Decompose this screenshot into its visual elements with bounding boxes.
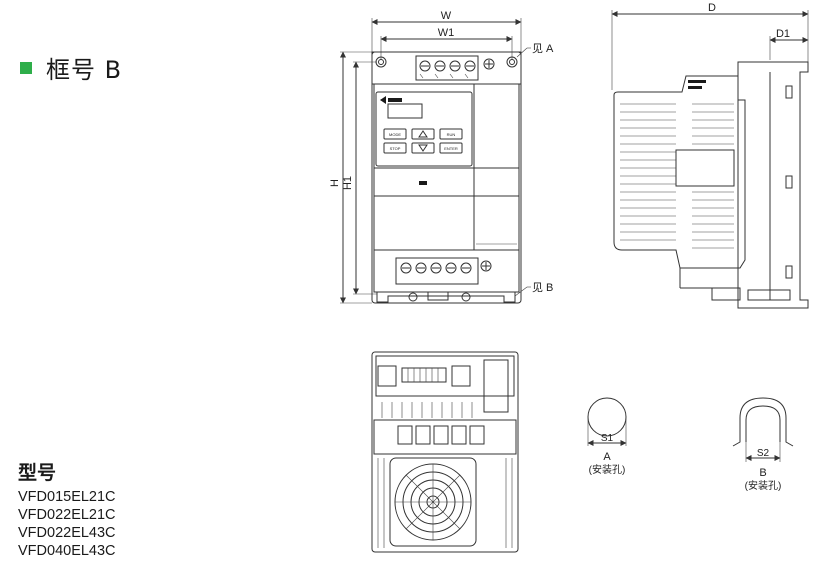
bottom-view (371, 351, 519, 553)
frame-title-text: 框号 B (46, 56, 123, 84)
dim-d1-label: D1 (776, 28, 790, 40)
bottom-view-terminals (397, 425, 485, 445)
model-list: 型号 VFD015EL21C VFD022EL21C VFD022EL43C V… (18, 458, 116, 560)
detail-a-caption: (安装孔) (589, 463, 626, 476)
model-item: VFD022EL21C (18, 507, 116, 523)
dim-s2-label: S2 (757, 448, 770, 459)
detail-a-label: A (603, 451, 611, 463)
frame-title: 框号 B (20, 50, 122, 85)
btn-mode-label: MODE (389, 132, 401, 137)
btn-stop-label: STOP (390, 146, 401, 151)
side-view: D D1 (611, 2, 809, 309)
detail-a: S1 A (安装孔) (587, 397, 627, 476)
callout-see-a: 见 A (532, 43, 554, 55)
vent-slots (620, 103, 734, 249)
dim-h-label: H (329, 179, 341, 187)
label-plate (675, 149, 735, 187)
dim-w-label: W (441, 10, 452, 22)
model-item: VFD040EL43C (18, 543, 116, 559)
dim-s1-label: S1 (601, 433, 614, 444)
model-item: VFD022EL43C (18, 525, 116, 541)
detail-b-label: B (759, 467, 766, 479)
model-heading: 型号 (18, 462, 57, 484)
model-item: VFD015EL21C (18, 489, 116, 505)
keypad-panel: MODE RUN STOP ENTER (375, 91, 473, 167)
btn-run-label: RUN (447, 132, 456, 137)
detail-b: S2 B (安装孔) (732, 397, 794, 492)
front-view: W W1 H H1 (329, 10, 554, 304)
green-square-bullet-icon (20, 61, 32, 74)
callout-see-b: 见 B (532, 282, 553, 294)
dim-d-label: D (708, 2, 716, 14)
btn-enter-label: ENTER (444, 146, 458, 151)
dim-h1-label: H1 (342, 176, 354, 190)
bottom-terminals (395, 257, 492, 285)
top-terminals (415, 55, 495, 81)
dim-w1-label: W1 (438, 27, 455, 39)
detail-b-caption: (安装孔) (745, 479, 782, 492)
cooling-fan-icon (389, 457, 477, 547)
